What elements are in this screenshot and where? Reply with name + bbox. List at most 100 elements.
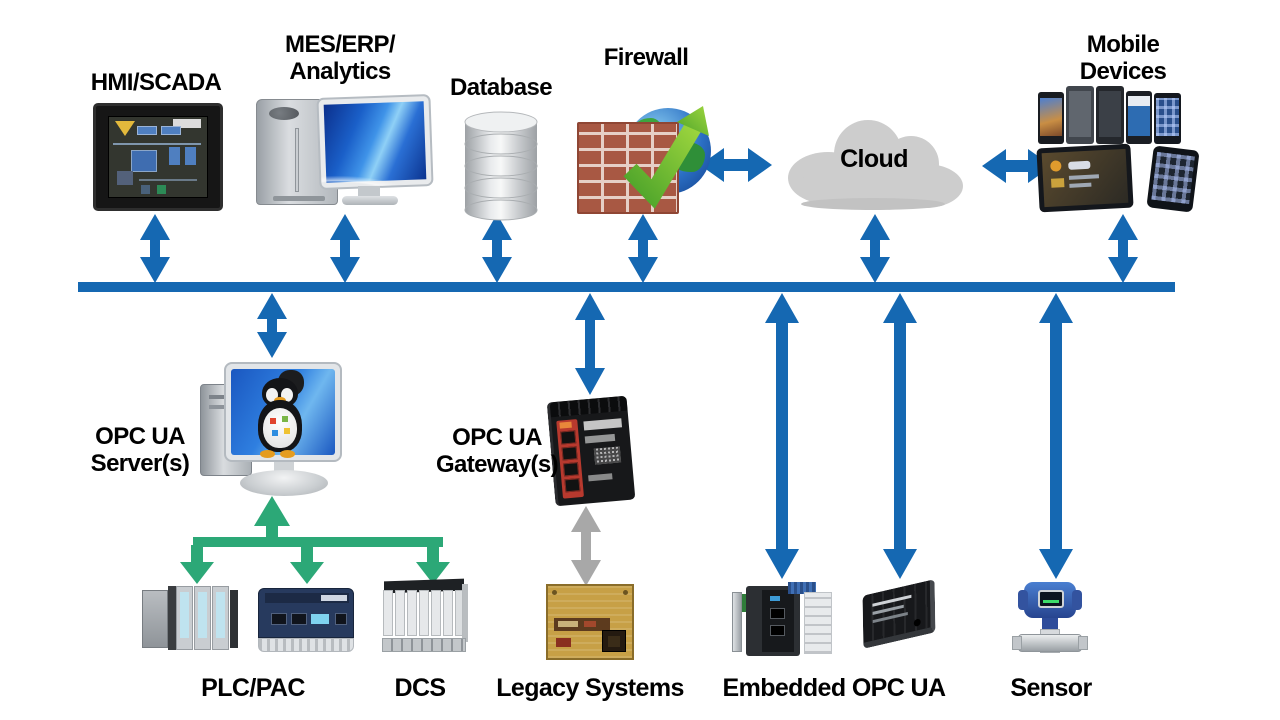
label-opc-server: OPC UA Server(s) — [40, 423, 240, 477]
arrow-firewall-cloud — [700, 148, 772, 182]
cloud-shape — [788, 120, 963, 210]
phone-screen — [1040, 98, 1062, 136]
label-mobile-line1: Mobile — [1086, 31, 1160, 58]
arrow-branch-pac — [290, 562, 324, 584]
dcs-module — [431, 590, 441, 636]
sensor-icon — [1012, 580, 1090, 664]
plc-end-cap — [230, 590, 238, 648]
dcs-module — [455, 590, 463, 636]
mes-computer-icon — [254, 94, 434, 208]
sensor-head — [1018, 582, 1082, 618]
plc-psu — [142, 590, 168, 648]
controller-port — [770, 625, 785, 636]
board-screw — [623, 590, 628, 595]
arrow-mes-bus — [330, 214, 360, 283]
arrow-bus-opc-gateway — [575, 293, 605, 395]
tablet-icon — [1068, 160, 1091, 170]
penguin — [254, 370, 314, 460]
arrow-bus-embedded-controller — [765, 293, 799, 579]
sensor-head-cap — [1072, 590, 1082, 610]
controller-side-rail — [732, 592, 742, 652]
dcs-terminal-row — [382, 638, 466, 652]
dcs-icon — [382, 578, 470, 656]
board-strip-label — [584, 621, 596, 627]
arrow-bus-opc-server — [257, 293, 287, 358]
label-cloud: Cloud — [840, 145, 908, 173]
database-cylinders — [464, 111, 538, 221]
pac-label — [321, 595, 347, 601]
monitor-pedestal — [240, 470, 328, 496]
hmi-detail — [169, 147, 180, 165]
arrow-branch-plc-stem — [191, 545, 203, 563]
tower-foot — [273, 196, 325, 201]
label-opc-server-line2: Server(s) — [90, 450, 190, 477]
embedded-controller-icon — [732, 582, 834, 660]
plc-detail — [168, 586, 176, 650]
label-opc-server-line1: OPC UA — [95, 423, 185, 450]
pac-body — [258, 588, 354, 638]
label-opc-gateway-line1: OPC UA — [452, 424, 542, 451]
phone — [1066, 86, 1094, 144]
pac-base-tray — [258, 638, 354, 652]
hmi-screen — [108, 116, 208, 198]
sensor-pipe-body — [1018, 634, 1082, 652]
hmi-detail — [161, 126, 181, 135]
belly-confetti — [270, 418, 276, 424]
pac-port — [271, 613, 287, 625]
penguin-foot — [280, 450, 295, 458]
plc-module-window — [180, 592, 189, 638]
board-strip-label — [558, 621, 578, 627]
label-sensor: Sensor — [1010, 674, 1092, 702]
cloud-icon — [788, 120, 963, 210]
dcs-module — [419, 590, 429, 636]
monitor-neck — [274, 462, 294, 472]
dcs-module — [395, 590, 405, 636]
label-mobile-line2: Devices — [1079, 58, 1167, 85]
screen-swoosh — [316, 130, 434, 190]
label-embedded: Embedded OPC UA — [722, 674, 947, 702]
sensor-display — [1038, 590, 1064, 608]
embedded-chip-icon — [852, 579, 948, 650]
board-strip — [554, 618, 610, 631]
phone-screen — [1069, 91, 1091, 137]
monitor-neck — [358, 186, 380, 197]
hmi-detail — [139, 179, 197, 181]
controller-port — [770, 608, 785, 619]
monitor — [316, 94, 434, 190]
sensor-fitting — [1012, 636, 1022, 650]
pac-icon — [258, 588, 354, 652]
monitor-base — [342, 196, 398, 205]
arrow-branch-dcs — [416, 562, 450, 584]
board-chip-die — [608, 636, 620, 647]
hmi-funnel-graphic — [115, 121, 135, 136]
phone-screen — [1128, 96, 1150, 136]
label-mobile-devices: Mobile Devices — [1023, 31, 1223, 85]
database-icon — [464, 111, 538, 221]
controller-connector — [788, 582, 816, 594]
tablet-icon — [1069, 182, 1092, 188]
label-opc-gateway: OPC UA Gateway(s) — [397, 424, 597, 478]
arrow-cloud-bus — [860, 214, 890, 283]
label-mes-line1: MES/ERP/ — [285, 31, 396, 58]
phone-screen — [1099, 91, 1121, 137]
pac-top-strip — [265, 593, 349, 603]
belly-confetti — [272, 430, 278, 436]
arrow-firewall-bus — [628, 214, 658, 283]
dcs-module — [443, 590, 453, 636]
tablet — [1036, 143, 1134, 213]
pac-display — [311, 614, 329, 624]
hmi-detail — [141, 185, 150, 194]
tablet-icon — [1068, 174, 1100, 180]
arrow-cloud-mobile — [982, 149, 1052, 183]
plc-module-window — [216, 592, 225, 638]
board-chip — [602, 630, 626, 652]
arrow-hmi-bus — [140, 214, 170, 283]
pac-port — [291, 613, 307, 625]
monitor-screen — [316, 101, 434, 190]
tablet-icon — [1050, 160, 1062, 172]
label-firewall: Firewall — [603, 44, 689, 71]
plc-module-window — [198, 592, 207, 638]
sensor-neck — [1042, 618, 1058, 631]
belly-confetti — [284, 428, 290, 434]
